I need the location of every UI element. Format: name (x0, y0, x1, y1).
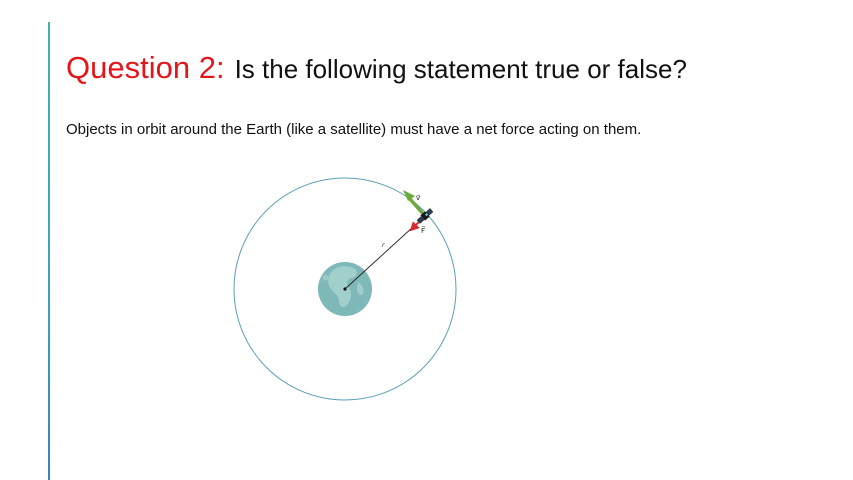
velocity-label: v⃗ (416, 194, 420, 202)
question-colon: : (215, 50, 225, 85)
accent-bar (48, 22, 50, 480)
force-label: F⃗ (421, 226, 425, 235)
radius-label: r (382, 242, 385, 249)
question-prompt: Is the following statement true or false… (234, 54, 687, 84)
orbit-diagram: r v⃗ F⃗ (225, 170, 465, 410)
orbit-path (233, 177, 457, 401)
slide-title: Question 2: Is the following statement tr… (66, 50, 687, 86)
question-number: Question 2 (66, 50, 216, 85)
statement-text: Objects in orbit around the Earth (like … (66, 121, 642, 138)
satellite-icon (416, 208, 434, 224)
velocity-arrow (403, 190, 427, 218)
